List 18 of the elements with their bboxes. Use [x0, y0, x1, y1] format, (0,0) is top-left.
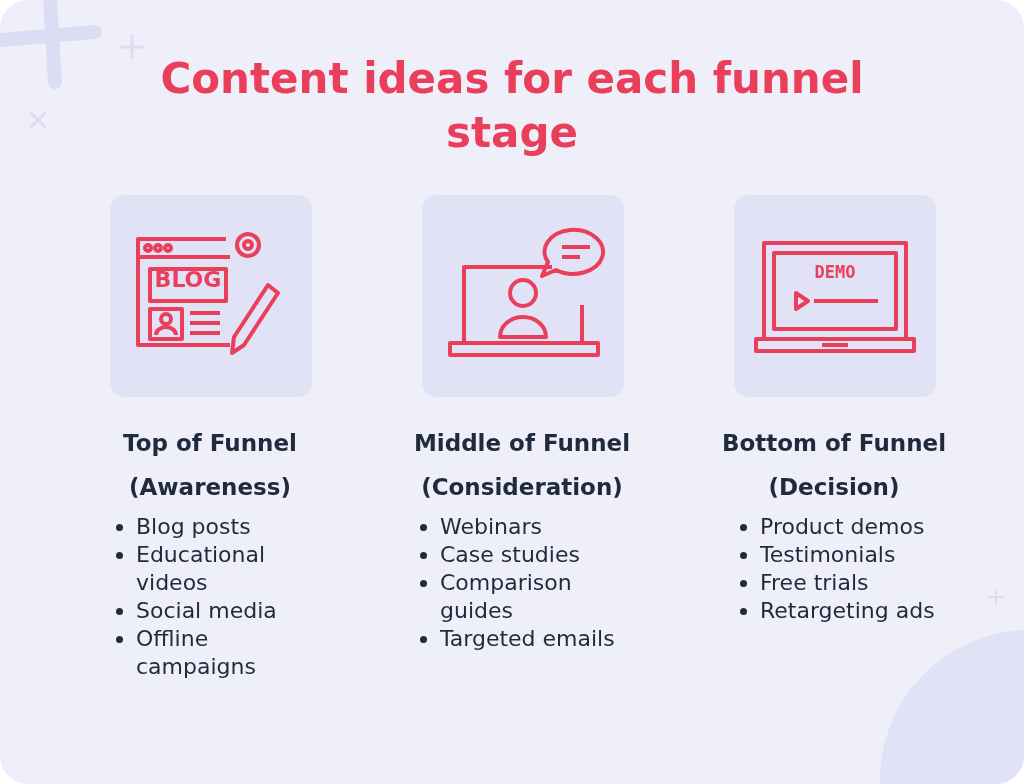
list-item: Comparison guides	[440, 569, 573, 625]
stage-heading: Middle of Funnel (Consideration)	[412, 429, 632, 502]
list-item: Webinars	[440, 513, 543, 541]
list-item: Case studies	[440, 541, 581, 569]
list-item: Retargeting ads	[760, 597, 936, 625]
icon-caption: DEMO	[814, 262, 856, 282]
title: Content ideas for each funnel stage	[159, 53, 865, 159]
list-item: Testimonials	[760, 541, 897, 569]
stage-heading: Top of Funnel (Awareness)	[122, 429, 298, 502]
list-item: Targeted emails	[440, 625, 616, 653]
list-item: Product demos	[760, 513, 926, 541]
list-item: Educational videos	[136, 541, 267, 597]
list-item: Offline campaigns	[136, 625, 257, 681]
icon-caption: BLOG	[154, 267, 222, 292]
list-item: Social media	[136, 597, 278, 625]
list-item: Free trials	[760, 569, 870, 597]
list-item: Blog posts	[136, 513, 252, 541]
stage-heading: Bottom of Funnel (Decision)	[720, 429, 948, 502]
